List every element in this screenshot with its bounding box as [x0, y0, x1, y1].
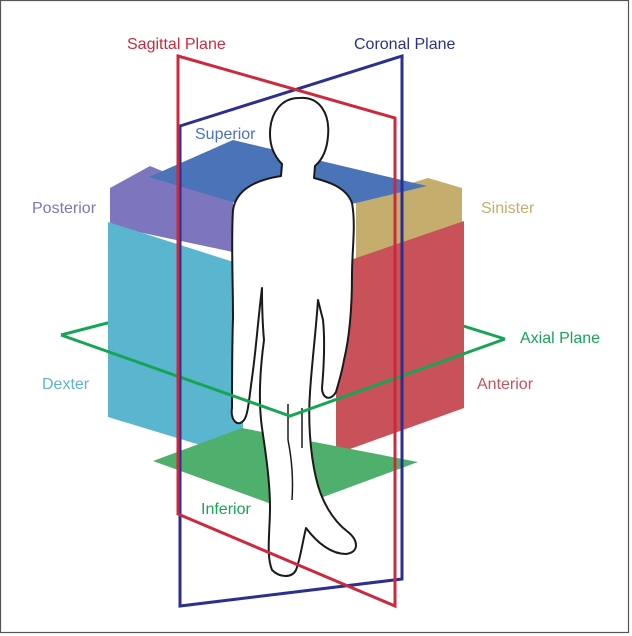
- coronal-plane-label: Coronal Plane: [354, 36, 456, 53]
- coronal-plane-outline: [178, 53, 404, 608]
- sinister-label: Sinister: [481, 200, 535, 217]
- sagittal-plane-label: Sagittal Plane: [127, 36, 226, 53]
- sinister-face: [356, 178, 462, 260]
- anterior-label: Anterior: [477, 376, 534, 393]
- anterior-face: [336, 221, 464, 454]
- axial-plane-front-edge: [60, 333, 506, 418]
- sagittal-plane-outline: [176, 54, 397, 609]
- dexter-face: [108, 222, 243, 458]
- posterior-label: Posterior: [32, 200, 97, 217]
- dexter-label: Dexter: [42, 376, 90, 393]
- axial-plane-label: Axial Plane: [520, 330, 600, 347]
- superior-label: Superior: [195, 126, 256, 143]
- inferior-label: Inferior: [201, 501, 251, 518]
- human-figure-icon: [230, 96, 357, 577]
